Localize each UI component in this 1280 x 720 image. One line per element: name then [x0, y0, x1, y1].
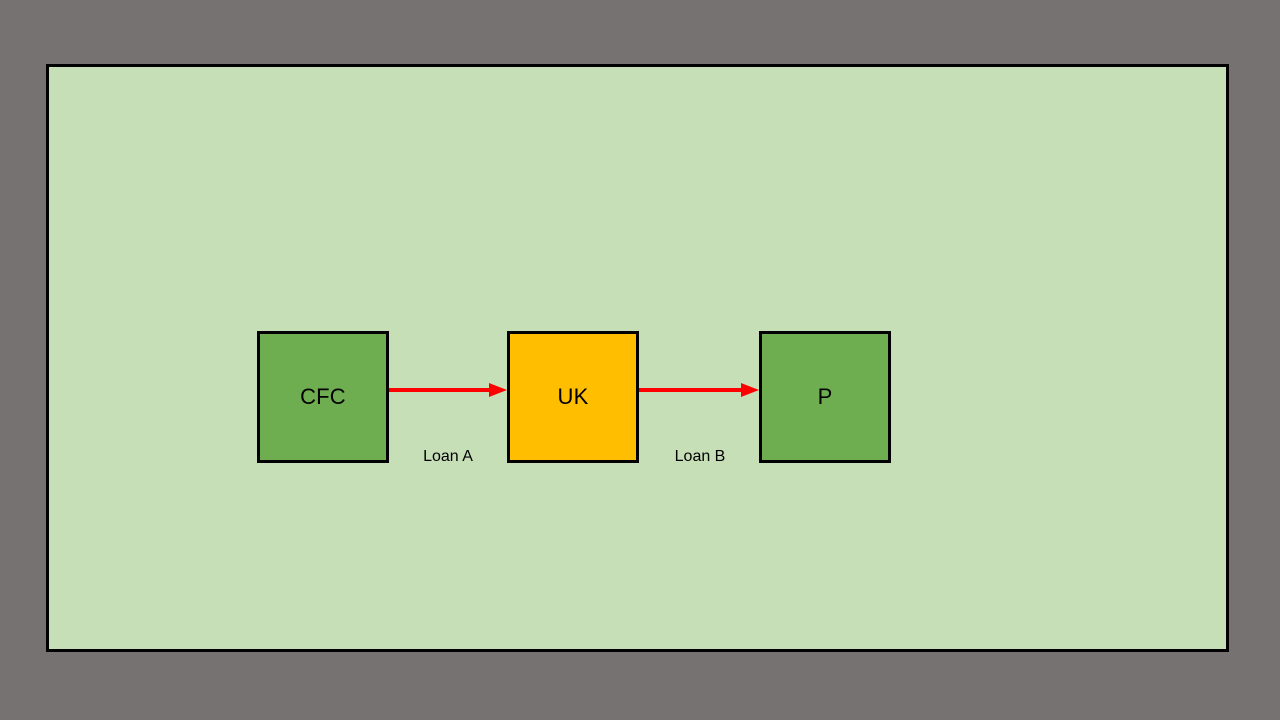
arrow-right-icon	[639, 383, 759, 397]
arrow-loan-b[interactable]	[639, 381, 759, 399]
edge-label-loan-b: Loan B	[674, 448, 726, 465]
node-uk[interactable]: UK	[507, 331, 639, 463]
node-p[interactable]: P	[759, 331, 891, 463]
arrow-loan-a[interactable]	[389, 381, 507, 399]
diagram-panel: CFC UK P Loan A Loan B	[46, 64, 1229, 652]
arrow-right-icon	[389, 383, 507, 397]
node-uk-label: UK	[557, 384, 589, 409]
node-cfc-label: CFC	[300, 384, 346, 409]
edge-label-loan-a: Loan A	[423, 448, 473, 465]
node-cfc[interactable]: CFC	[257, 331, 389, 463]
node-p-label: P	[817, 384, 833, 409]
